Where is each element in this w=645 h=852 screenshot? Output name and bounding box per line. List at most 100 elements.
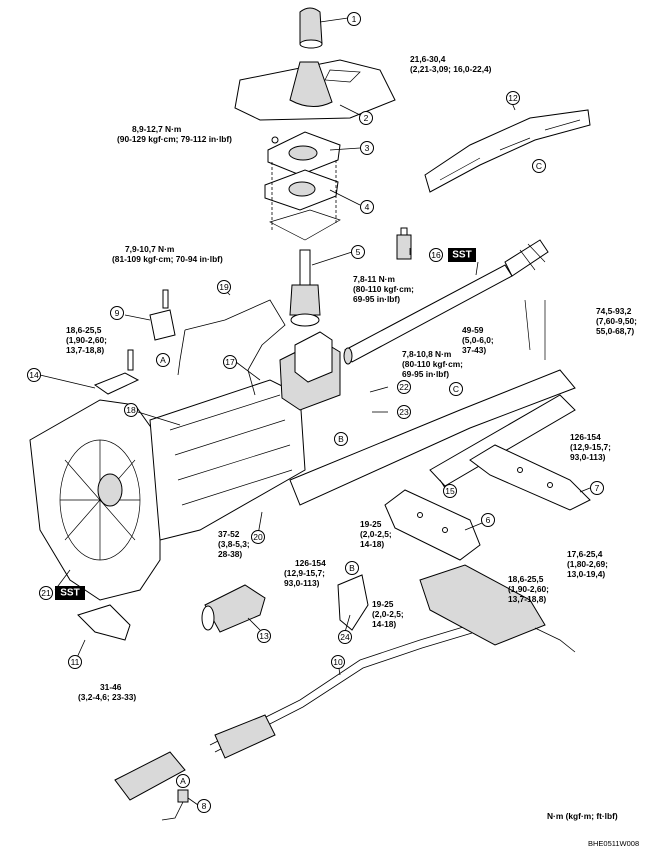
callout-2: 2 <box>359 111 373 125</box>
wiring-harness <box>177 299 286 396</box>
torque-37: 37-52(3,8-5,3;28-38) <box>218 529 250 559</box>
bracket-9 <box>149 289 176 341</box>
callout-12: 12 <box>506 91 520 105</box>
svg-text:21: 21 <box>41 588 51 598</box>
sensor-8 <box>161 789 189 821</box>
power-plant-frame-15 <box>289 299 576 506</box>
svg-text:11: 11 <box>71 657 80 667</box>
svg-text:15: 15 <box>445 486 455 496</box>
propeller-shaft <box>343 239 549 365</box>
svg-text:6: 6 <box>486 515 491 525</box>
svg-text:10: 10 <box>333 657 343 667</box>
torque-7-8-b: 7,8-10,8 N·m(80-110 kgf·cm;69-95 in·lbf) <box>402 349 463 379</box>
svg-text:3: 3 <box>365 143 370 153</box>
callout-6: 6 <box>481 513 495 527</box>
torque-19-a: 19-25(2,0-2,5;14-18) <box>360 519 392 549</box>
callout-11: 11 <box>68 655 82 669</box>
main-silencer <box>419 564 576 653</box>
callout-17: 17 <box>223 355 237 369</box>
callout-1: 1 <box>347 12 361 26</box>
torque-126-b: 126-154(12,9-15,7;93,0-113) <box>284 558 326 588</box>
lever-plate-4 <box>264 169 339 211</box>
callout-24: 24 <box>338 630 352 644</box>
marker-a-upper: A <box>156 353 170 367</box>
svg-text:SST: SST <box>452 250 471 261</box>
callout-10: 10 <box>331 655 345 669</box>
svg-text:7: 7 <box>595 483 600 493</box>
shift-lever <box>289 249 321 327</box>
torque-17-6: 17,6-25,4(1,80-2,69;13,0-19,4) <box>567 549 608 579</box>
leader-lines <box>39 17 591 806</box>
svg-text:13: 13 <box>259 631 269 641</box>
svg-text:14: 14 <box>29 370 39 380</box>
lever-bolts <box>269 160 341 241</box>
grease-tube <box>396 227 412 260</box>
svg-text:A: A <box>160 355 166 365</box>
torque-18-6-b: 18,6-25,5(1,90-2,60;13,7-18,8) <box>508 574 549 604</box>
torque-18-6-a: 18,6-25,5(1,90-2,60;13,7-18,8) <box>66 325 107 355</box>
marker-c-upper: C <box>532 159 546 173</box>
svg-text:4: 4 <box>365 202 370 212</box>
power-plant-frame-12 <box>424 109 591 193</box>
callout-15: 15 <box>443 484 457 498</box>
svg-text:B: B <box>338 434 344 444</box>
callout-22: 22 <box>397 380 411 394</box>
callout-19: 19 <box>217 280 231 294</box>
torque-labels: 21,6-30,4(2,21-3,09; 16,0-22,4) 8,9-12,7… <box>66 54 637 702</box>
marker-a-lower: A <box>176 774 190 788</box>
torque-7-9: 7,9-10,7 N·m(81-109 kgf·cm; 70-94 in·lbf… <box>112 244 223 264</box>
svg-text:5: 5 <box>356 247 361 257</box>
callout-5: 5 <box>351 245 365 259</box>
svg-text:17: 17 <box>225 357 235 367</box>
callout-23: 23 <box>397 405 411 419</box>
figure-code: BHE0511W008 <box>588 839 639 848</box>
torque-31: 31-46(3,2-4,6; 23-33) <box>78 682 136 702</box>
svg-text:22: 22 <box>399 382 409 392</box>
sst-badge-upper: SST <box>448 248 476 262</box>
svg-text:12: 12 <box>508 93 518 103</box>
svg-text:2: 2 <box>364 113 369 123</box>
callout-21: 21 <box>39 586 53 600</box>
svg-text:20: 20 <box>253 532 263 542</box>
svg-text:23: 23 <box>399 407 409 417</box>
torque-19-b: 19-25(2,0-2,5;14-18) <box>372 599 404 629</box>
callout-4: 4 <box>360 200 374 214</box>
transmission <box>29 331 341 601</box>
callout-8: 8 <box>197 799 211 813</box>
sst-badge-lower: SST <box>55 586 85 600</box>
svg-text:18: 18 <box>126 405 136 415</box>
torque-49: 49-59(5,0-6,0;37-43) <box>462 325 494 355</box>
torque-8-9: 8,9-12,7 N·m(90-129 kgf·cm; 79-112 in·lb… <box>117 124 232 144</box>
callout-13: 13 <box>257 629 271 643</box>
svg-text:SST: SST <box>60 588 79 599</box>
lever-plate-3 <box>267 131 341 176</box>
callout-7: 7 <box>590 481 604 495</box>
marker-b-lower: B <box>345 561 359 575</box>
svg-text:1: 1 <box>352 14 357 24</box>
svg-text:C: C <box>453 384 459 394</box>
callout-16: 16 <box>429 248 443 262</box>
torque-7-8: 7,8-11 N·m(80-110 kgf·cm;69-95 in·lbf) <box>353 274 414 304</box>
torque-74: 74,5-93,2(7,60-9,50;55,0-68,7) <box>596 306 637 336</box>
crossmember-6 <box>384 489 481 561</box>
sensor-14 <box>93 349 140 395</box>
svg-text:24: 24 <box>340 632 350 642</box>
svg-text:19: 19 <box>219 282 229 292</box>
bracket-24 <box>337 574 369 631</box>
callouts: 1 2 3 4 5 6 7 8 9 10 11 12 13 14 15 16 1… <box>27 12 604 813</box>
shift-boot <box>234 59 396 121</box>
callout-3: 3 <box>360 141 374 155</box>
callout-9: 9 <box>110 306 124 320</box>
letter-markers: A A B B C C <box>156 159 546 788</box>
svg-text:C: C <box>536 161 542 171</box>
callout-18: 18 <box>124 403 138 417</box>
starter <box>201 584 266 633</box>
svg-text:9: 9 <box>115 308 120 318</box>
bracket-7 <box>469 444 591 511</box>
shift-knob <box>299 7 323 49</box>
units-note: N·m (kgf·m; ft·lbf) <box>547 811 618 821</box>
svg-text:A: A <box>180 776 186 786</box>
svg-text:8: 8 <box>202 801 207 811</box>
